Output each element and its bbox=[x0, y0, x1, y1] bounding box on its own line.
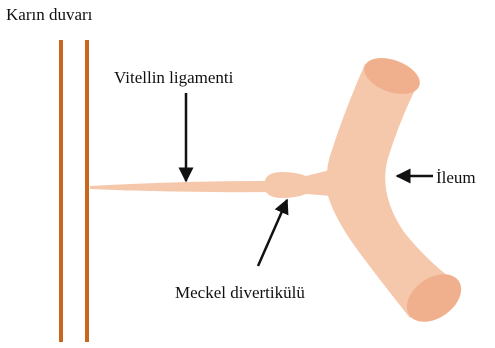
meckel-diverticulum-arrow bbox=[258, 200, 287, 266]
vitelline-ligament-shape bbox=[90, 181, 270, 192]
meckel-diverticulum-label: Meckel divertikülü bbox=[175, 284, 305, 301]
meckel-diverticulum-shape bbox=[264, 170, 332, 198]
ileum-label: İleum bbox=[436, 169, 476, 186]
vitelline-ligament-label: Vitellin ligamenti bbox=[114, 69, 233, 86]
abdominal-wall-label: Karın duvarı bbox=[6, 6, 92, 23]
